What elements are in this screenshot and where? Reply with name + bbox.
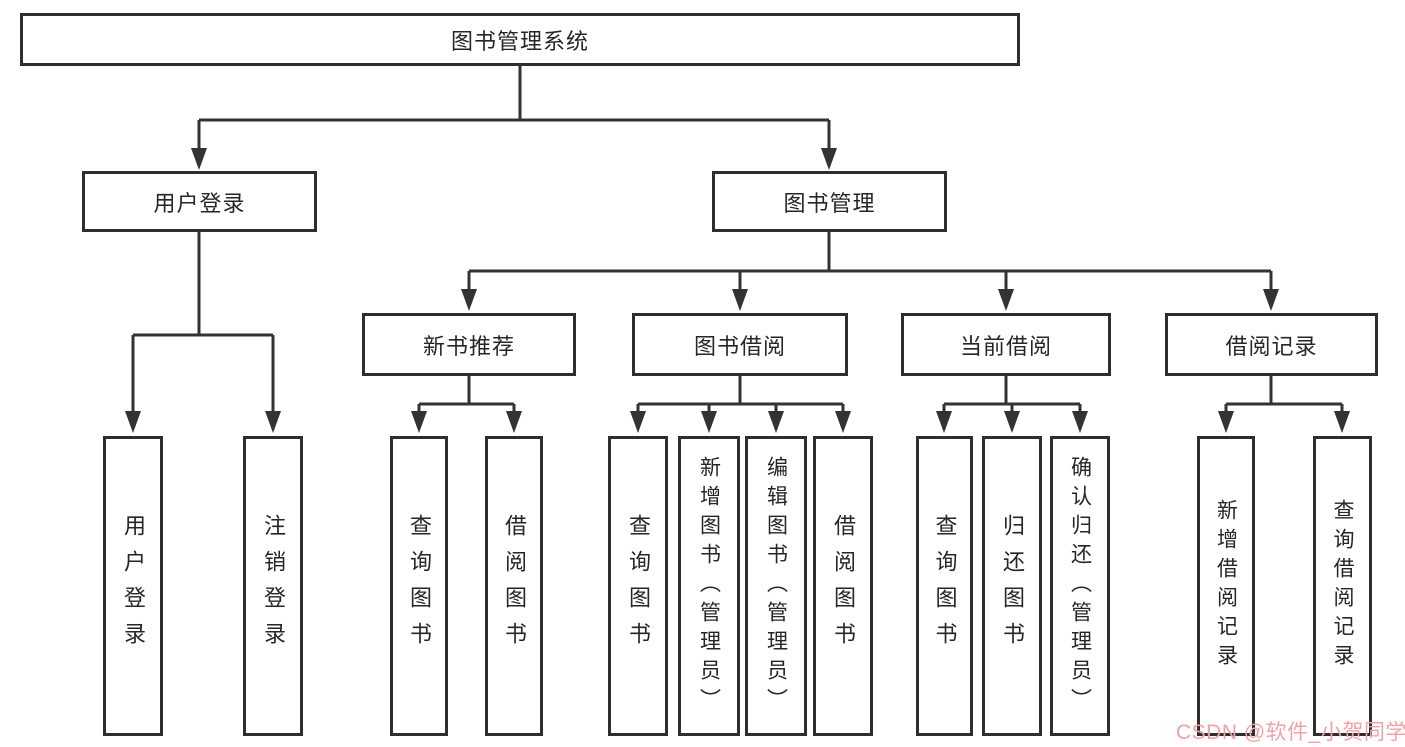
leaf-br-add-record: 新增借阅记录 (1197, 436, 1255, 736)
leaf-br-query-record-label: 查询借阅记录 (1331, 499, 1354, 673)
node-borrow-records: 借阅记录 (1165, 313, 1378, 376)
leaf-cb-return-book: 归还图书 (982, 436, 1042, 736)
leaf-cb-query-book-label: 查询图书 (932, 514, 958, 658)
arrow-down-icon (732, 289, 748, 311)
leaf-user-login: 用户登录 (103, 436, 163, 736)
arrow-down-icon (998, 289, 1014, 311)
leaf-user-login-label: 用户登录 (121, 514, 146, 658)
leaf-logout-label: 注销登录 (261, 514, 286, 658)
leaf-cb-query-book: 查询图书 (916, 436, 973, 736)
node-current-borrow: 当前借阅 (901, 313, 1111, 376)
arrowheads (125, 148, 1350, 433)
arrow-down-icon (1072, 411, 1088, 433)
leaf-nbr-query-book: 查询图书 (390, 436, 448, 736)
node-root-label: 图书管理系统 (450, 28, 589, 54)
leaf-logout: 注销登录 (243, 436, 303, 736)
leaf-cb-confirm-return-admin: 确认归还（管理员） (1050, 436, 1110, 736)
node-borrow-records-label: 借阅记录 (1225, 333, 1318, 359)
leaf-bb-edit-book-admin-label: 编辑图书（管理员） (764, 455, 788, 717)
arrow-down-icon (1004, 411, 1020, 433)
arrow-down-icon (461, 289, 477, 311)
leaf-br-add-record-label: 新增借阅记录 (1214, 499, 1238, 673)
arrow-down-icon (701, 411, 717, 433)
leaf-cb-return-book-label: 归还图书 (1000, 514, 1025, 658)
arrow-down-icon (630, 411, 646, 433)
arrow-down-icon (835, 411, 851, 433)
leaf-nbr-borrow-book-label: 借阅图书 (502, 514, 527, 658)
arrow-down-icon (1218, 411, 1234, 433)
arrow-down-icon (191, 148, 207, 170)
node-book-borrow: 图书借阅 (632, 313, 848, 376)
node-user-login-label: 用户登录 (153, 190, 246, 216)
arrow-down-icon (506, 411, 522, 433)
leaf-bb-borrow-book-label: 借阅图书 (831, 514, 856, 658)
leaf-bb-add-book-admin: 新增图书（管理员） (678, 436, 740, 736)
node-book-borrow-label: 图书借阅 (693, 333, 786, 359)
leaf-nbr-query-book-label: 查询图书 (407, 514, 432, 658)
node-current-borrow-label: 当前借阅 (959, 333, 1052, 359)
node-book-management-label: 图书管理 (783, 190, 876, 216)
watermark: CSDN @软件_小贺同学 (1176, 721, 1405, 744)
arrow-down-icon (1334, 411, 1350, 433)
node-book-management: 图书管理 (712, 171, 947, 232)
leaf-bb-query-book-label: 查询图书 (626, 514, 651, 658)
leaf-nbr-borrow-book: 借阅图书 (485, 436, 543, 736)
arrow-down-icon (768, 411, 784, 433)
leaf-cb-confirm-return-admin-label: 确认归还（管理员） (1068, 455, 1092, 717)
leaf-br-query-record: 查询借阅记录 (1313, 436, 1372, 736)
leaf-bb-edit-book-admin: 编辑图书（管理员） (745, 436, 807, 736)
node-new-book-recommend: 新书推荐 (362, 313, 576, 376)
arrow-down-icon (411, 411, 427, 433)
node-new-book-recommend-label: 新书推荐 (422, 333, 515, 359)
leaf-bb-query-book: 查询图书 (608, 436, 668, 736)
arrow-down-icon (1263, 289, 1279, 311)
arrow-down-icon (265, 411, 281, 433)
node-root: 图书管理系统 (20, 13, 1020, 66)
node-user-login: 用户登录 (82, 171, 317, 232)
leaf-bb-borrow-book: 借阅图书 (813, 436, 873, 736)
leaf-bb-add-book-admin-label: 新增图书（管理员） (697, 455, 721, 717)
arrow-down-icon (125, 411, 141, 433)
arrow-down-icon (821, 148, 837, 170)
arrow-down-icon (936, 411, 952, 433)
